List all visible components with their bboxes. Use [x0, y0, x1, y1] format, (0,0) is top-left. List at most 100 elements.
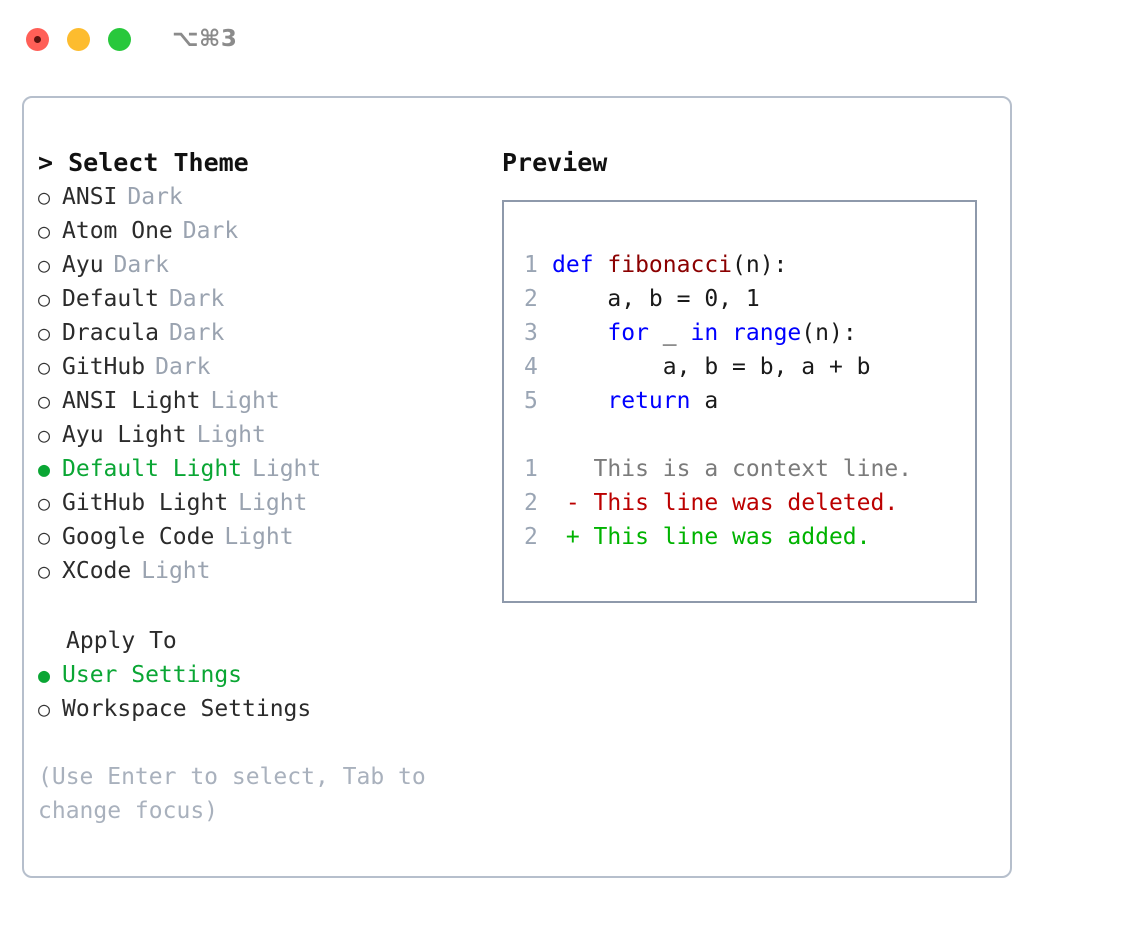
- theme-option-default-light[interactable]: ● Default Light Light: [38, 452, 498, 486]
- code-token-pl: [552, 320, 607, 346]
- code-line: 4 a, b = b, a + b: [524, 350, 975, 384]
- theme-variant-tag: Dark: [168, 320, 225, 346]
- diff-line-content: - This line was deleted.: [552, 490, 899, 516]
- code-token-kw: in: [690, 320, 719, 346]
- line-number: 1: [524, 456, 538, 482]
- code-line: 2 a, b = 0, 1: [524, 282, 975, 316]
- window-controls: [26, 27, 131, 51]
- code-line-content: def fibonacci(n):: [552, 248, 787, 282]
- diff-line-ctx: 1 This is a context line.: [524, 452, 975, 486]
- theme-variant-tag: Light: [252, 456, 322, 482]
- code-line: 5 return a: [524, 384, 975, 418]
- apply-to-option-workspace-settings[interactable]: ○Workspace Settings: [38, 692, 498, 726]
- theme-variant-tag: Light: [224, 524, 294, 550]
- line-number: 1: [524, 252, 538, 278]
- line-number: 2: [524, 490, 538, 516]
- radio-unselected-icon: ○: [38, 423, 51, 447]
- radio-selected-icon: ●: [38, 457, 51, 481]
- theme-variant-tag: Light: [196, 422, 266, 448]
- code-line-content: return a: [552, 384, 718, 418]
- radio-unselected-icon: ○: [38, 185, 51, 209]
- hint-spacer: [38, 726, 498, 760]
- code-token-bi: range: [732, 320, 802, 346]
- code-line: 1 def fibonacci(n):: [524, 248, 975, 282]
- theme-option-label: GitHub Light: [62, 490, 229, 516]
- list-spacer: [38, 588, 498, 624]
- theme-variant-tag: Light: [238, 490, 308, 516]
- theme-option-dracula[interactable]: ○ Dracula Dark: [38, 316, 498, 350]
- close-window-icon[interactable]: [26, 27, 49, 51]
- theme-variant-tag: Light: [210, 388, 280, 414]
- maximize-window-icon[interactable]: [108, 27, 131, 51]
- line-number: 2: [524, 524, 538, 550]
- theme-option-label: Default Light: [62, 456, 243, 482]
- diff-line-content: + This line was added.: [552, 524, 871, 550]
- apply-to-option-user-settings[interactable]: ●User Settings: [38, 658, 498, 692]
- code-token-pl: [718, 320, 732, 346]
- theme-option-label: Ayu: [62, 252, 104, 278]
- code-line-content: for _ in range(n):: [552, 316, 857, 350]
- line-number: 2: [524, 286, 538, 312]
- select-theme-heading: > Select Theme: [38, 148, 249, 177]
- diff-sample: 1 This is a context line.2 - This line w…: [524, 452, 975, 554]
- radio-unselected-icon: ○: [38, 253, 51, 277]
- code-token-pl: a, b = b, a + b: [552, 354, 871, 380]
- code-diff-separator: [524, 418, 975, 452]
- code-token-pl: a, b = 0, 1: [552, 286, 760, 312]
- theme-option-label: Ayu Light: [62, 422, 187, 448]
- radio-unselected-icon: ○: [38, 491, 51, 515]
- line-number: 3: [524, 320, 538, 346]
- theme-option-atom-one[interactable]: ○ Atom One Dark: [38, 214, 498, 248]
- radio-unselected-icon: ○: [38, 219, 51, 243]
- theme-option-label: Google Code: [62, 524, 215, 550]
- code-line: 3 for _ in range(n):: [524, 316, 975, 350]
- code-token-fn: fibonacci: [607, 252, 733, 278]
- code-line-content: a, b = b, a + b: [552, 350, 871, 384]
- line-number: 5: [524, 388, 538, 414]
- keyboard-shortcut-label: ⌥⌘3: [172, 26, 238, 52]
- preview-heading: Preview: [502, 148, 608, 177]
- code-line-content: a, b = 0, 1: [552, 282, 760, 316]
- theme-option-ayu-light[interactable]: ○ Ayu Light Light: [38, 418, 498, 452]
- theme-option-label: Atom One: [62, 218, 173, 244]
- diff-line-add: 2 + This line was added.: [524, 520, 975, 554]
- theme-option-label: Default: [62, 286, 159, 312]
- line-number: 4: [524, 354, 538, 380]
- theme-option-ansi[interactable]: ○ ANSI Dark: [38, 180, 498, 214]
- apply-to-option-label: Workspace Settings: [62, 696, 312, 722]
- radio-unselected-icon: ○: [38, 559, 51, 583]
- theme-variant-tag: Dark: [155, 354, 211, 380]
- code-token-pl: a: [690, 388, 719, 414]
- radio-unselected-icon: ○: [38, 355, 51, 379]
- theme-option-google-code[interactable]: ○ Google Code Light: [38, 520, 498, 554]
- radio-unselected-icon: ○: [38, 321, 51, 345]
- code-token-kw: for: [607, 320, 649, 346]
- theme-option-label: ANSI: [62, 184, 118, 210]
- diff-line-del: 2 - This line was deleted.: [524, 486, 975, 520]
- theme-option-github-light[interactable]: ○ GitHub Light Light: [38, 486, 498, 520]
- radio-unselected-icon: ○: [38, 525, 51, 549]
- code-token-pl: (n):: [732, 252, 788, 278]
- theme-option-label: ANSI Light: [62, 388, 201, 414]
- theme-variant-tag: Dark: [127, 184, 183, 210]
- radio-selected-icon: ●: [38, 663, 51, 687]
- radio-unselected-icon: ○: [38, 389, 51, 413]
- code-token-pl: (n):: [801, 320, 857, 346]
- minimize-window-icon[interactable]: [67, 27, 90, 51]
- apply-to-options-list: ●User Settings○Workspace Settings: [38, 658, 498, 726]
- theme-option-label: Dracula: [62, 320, 159, 346]
- code-token-pl: _: [648, 320, 691, 346]
- theme-option-ansi-light[interactable]: ○ ANSI Light Light: [38, 384, 498, 418]
- theme-variant-tag: Dark: [168, 286, 225, 312]
- title-bar: ⌥⌘3: [0, 0, 1140, 78]
- theme-variant-tag: Dark: [182, 218, 239, 244]
